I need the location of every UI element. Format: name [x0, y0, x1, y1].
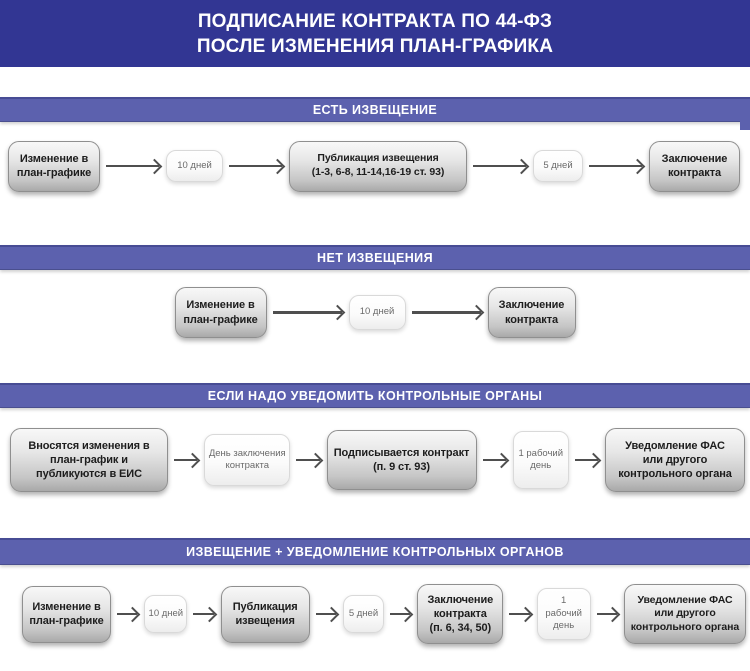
duration-box: День заключения контракта [204, 434, 291, 486]
duration-box: 10 дней [166, 150, 223, 182]
step-box: Заключение контракта [649, 140, 740, 192]
step-box: Вносятся изменения в план-график и публи… [10, 428, 168, 492]
step-box: Публикация извещения [220, 585, 310, 643]
arrow-line [296, 458, 320, 462]
step-box: Изменение в план-графике [22, 585, 111, 643]
arrow-head [323, 606, 340, 622]
arrow-line [315, 612, 336, 616]
arrow-head [468, 304, 484, 321]
arrow-head [398, 606, 414, 622]
section-header-4: ИЗВЕЩЕНИЕ + УВЕДОМЛЕНИЕ КОНТРОЛЬНЫХ ОРГА… [0, 538, 750, 565]
arrow-line [589, 164, 642, 168]
arrow-right-icon [174, 452, 201, 468]
arrow-head [585, 452, 602, 468]
arrow-head [125, 606, 141, 622]
step-box: Подписывается контракт (п. 9 ст. 93) [326, 430, 477, 490]
arrow-line [411, 311, 481, 314]
arrow-head [307, 452, 323, 468]
duration-box: 1 рабочий день [536, 588, 591, 640]
arrow-line [117, 612, 138, 616]
arrow-right-icon [596, 606, 621, 622]
arrow-right-icon [193, 606, 217, 622]
arrow-right-icon [117, 606, 141, 622]
arrow-right-icon [574, 452, 602, 468]
arrow-line [574, 458, 598, 462]
duration-box: 10 дней [144, 595, 188, 633]
arrow-right-icon [509, 606, 533, 622]
step-box: Уведомление ФАС или другого контрольного… [605, 428, 745, 492]
arrow-head [184, 452, 201, 468]
arrow-line [473, 164, 526, 168]
section-title-3: ЕСЛИ НАДО УВЕДОМИТЬ КОНТРОЛЬНЫЕ ОРГАНЫ [207, 389, 543, 403]
page-title-line2: ПОСЛЕ ИЗМЕНЕНИЯ ПЛАН-ГРАФИКА [196, 35, 554, 57]
duration-box: 5 дней [342, 595, 384, 633]
step-box: Уведомление ФАС или другого контрольного… [623, 584, 746, 644]
step-box: Изменение в план-графике [8, 140, 100, 192]
section-header-1: ЕСТЬ ИЗВЕЩЕНИЕ [0, 97, 750, 130]
arrow-head [201, 606, 217, 622]
arrow-right-icon [106, 158, 163, 174]
step-box: Публикация извещения (1-3, 6-8, 11-14,16… [289, 140, 467, 192]
arrow-head [269, 158, 286, 174]
arrow-right-icon [411, 304, 484, 321]
section-header-3: ЕСЛИ НАДО УВЕДОМИТЬ КОНТРОЛЬНЫЕ ОРГАНЫ [0, 383, 750, 408]
arrow-right-icon [315, 606, 340, 622]
section-title-1: ЕСТЬ ИЗВЕЩЕНИЕ [312, 103, 438, 117]
arrow-head [604, 606, 621, 622]
step-box: Заключение контракта [487, 287, 576, 338]
flow-row-1: Изменение в план-графике 10 дней Публика… [0, 139, 750, 193]
flow-row-4: Изменение в план-графике 10 дней Публика… [0, 583, 750, 645]
arrow-right-icon [482, 452, 510, 468]
arrow-head [513, 158, 530, 174]
arrow-line [106, 164, 159, 168]
duration-box: 1 рабочий день [512, 431, 569, 489]
step-box: Изменение в план-графике [174, 287, 267, 338]
section-header-2: НЕТ ИЗВЕЩЕНИЯ [0, 245, 750, 270]
arrow-right-icon [473, 158, 530, 174]
section-title-2: НЕТ ИЗВЕЩЕНИЯ [317, 251, 433, 265]
arrow-right-icon [296, 452, 323, 468]
header-bar-tab [740, 121, 750, 130]
arrow-head [146, 158, 163, 174]
step-box: Заключение контракта (п. 6, 34, 50) [417, 584, 504, 644]
arrow-right-icon [389, 606, 414, 622]
title-banner: ПОДПИСАНИЕ КОНТРАКТА ПО 44-ФЗ ПОСЛЕ ИЗМЕ… [0, 0, 750, 67]
arrow-line [509, 612, 530, 616]
flow-row-3: Вносятся изменения в план-график и публи… [0, 427, 750, 493]
arrow-right-icon [229, 158, 286, 174]
arrow-line [272, 311, 342, 314]
arrow-line [229, 164, 282, 168]
duration-box: 5 дней [533, 150, 583, 182]
arrow-line [596, 612, 617, 616]
arrow-line [193, 612, 214, 616]
page-title-line1: ПОДПИСАНИЕ КОНТРАКТА ПО 44-ФЗ [197, 10, 553, 32]
duration-box: 10 дней [348, 295, 406, 330]
section-title-4: ИЗВЕЩЕНИЕ + УВЕДОМЛЕНИЕ КОНТРОЛЬНЫХ ОРГА… [186, 545, 564, 559]
arrow-line [174, 458, 198, 462]
arrow-head [517, 606, 533, 622]
flow-row-2: Изменение в план-графике 10 дней Заключе… [0, 286, 750, 339]
arrow-right-icon [589, 158, 646, 174]
arrow-line [482, 458, 506, 462]
arrow-right-icon [272, 304, 345, 321]
arrow-head [329, 304, 345, 321]
arrow-head [493, 452, 510, 468]
arrow-line [389, 612, 411, 616]
arrow-head [629, 158, 646, 174]
